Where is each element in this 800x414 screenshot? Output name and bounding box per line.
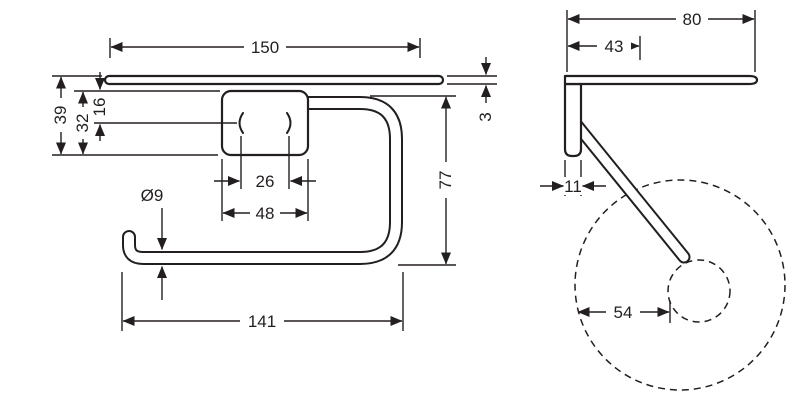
dim-height-32: 32 [73, 90, 220, 155]
dim-height-16: 16 [90, 72, 237, 141]
shelf-side [563, 74, 759, 86]
dim-width-141: 141 [121, 272, 404, 331]
roll-holder-bar [122, 96, 403, 265]
dim-width-26: 26 [214, 136, 316, 191]
dim-label-43: 43 [605, 37, 624, 56]
dim-height-77: 77 [370, 95, 456, 266]
wall-bracket [563, 82, 583, 158]
dim-label-39: 39 [51, 106, 70, 125]
dim-label-11: 11 [564, 177, 582, 196]
paper-roll-core-outline [667, 259, 731, 323]
dim-label-16: 16 [90, 98, 109, 117]
dim-label-32: 32 [73, 114, 92, 133]
dim-diameter-9: Ø9 [141, 186, 167, 300]
side-view [563, 74, 786, 391]
dim-label-77: 77 [436, 171, 455, 190]
dim-label-150: 150 [251, 38, 279, 57]
plate-spring-marks [238, 112, 292, 134]
dim-depth-43: 43 [567, 36, 641, 60]
dim-label-141: 141 [248, 312, 276, 331]
dim-radius-54: 54 [577, 301, 671, 323]
dim-depth-80: 80 [566, 10, 756, 72]
dim-width-150: 150 [109, 38, 421, 58]
dim-height-39: 39 [51, 75, 218, 156]
dim-label-3: 3 [476, 112, 495, 121]
dim-label-26: 26 [256, 172, 275, 191]
dim-width-48: 48 [221, 159, 309, 223]
side-dimensions: 80 43 11 54 [540, 10, 756, 323]
dim-thickness-3: 3 [447, 57, 497, 122]
holder-arm-side [569, 117, 691, 264]
dim-label-80: 80 [683, 10, 702, 29]
paper-roll-max-outline [574, 179, 786, 391]
front-dimensions: 150 39 32 16 3 [51, 38, 497, 331]
dim-depth-11: 11 [540, 160, 606, 196]
dim-label-dia9: Ø9 [141, 186, 164, 205]
shelf-front [103, 74, 445, 86]
dim-label-54: 54 [614, 303, 633, 322]
dim-label-48: 48 [256, 204, 275, 223]
front-view [103, 74, 445, 265]
